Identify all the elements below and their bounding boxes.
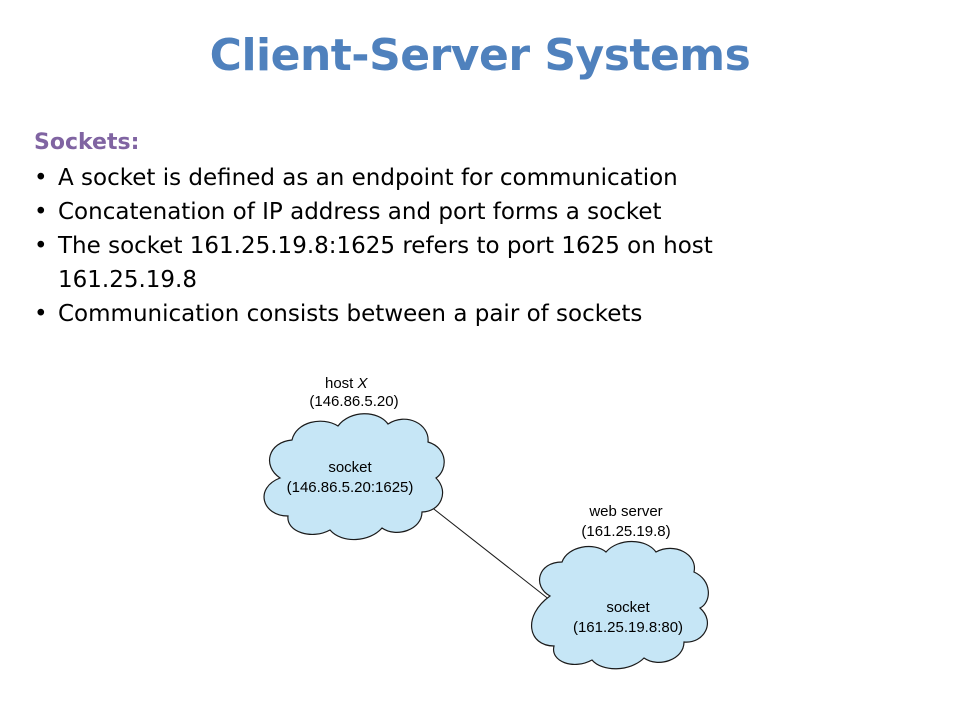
bullet-item: • Concatenation of IP address and port fo…	[34, 195, 828, 229]
bullet-dot: •	[34, 301, 48, 327]
bullet-text: The socket 161.25.19.8:1625 refers to po…	[58, 233, 713, 293]
server-ip: (161.25.19.8)	[581, 523, 670, 540]
host-ip: (146.86.5.20)	[309, 393, 398, 410]
section-heading: Sockets:	[34, 130, 140, 155]
slide-title: Client-Server Systems	[209, 30, 751, 81]
socket-diagram: host X (146.86.5.20) socket (146.86.5.20…	[250, 366, 720, 694]
bullet-dot: •	[34, 233, 48, 259]
bullet-text: A socket is defined as an endpoint for c…	[58, 165, 678, 191]
host-label: host X	[325, 375, 369, 392]
server-label: web server	[588, 503, 662, 520]
bullet-dot: •	[34, 199, 48, 225]
client-cloud	[263, 413, 445, 541]
bullet-text: Communication consists between a pair of…	[58, 301, 643, 327]
server-socket-address: (161.25.19.8:80)	[573, 619, 683, 636]
bullet-item: • The socket 161.25.19.8:1625 refers to p…	[34, 229, 828, 297]
client-socket-address: (146.86.5.20:1625)	[287, 479, 414, 496]
bullet-dot: •	[34, 165, 48, 191]
bullet-text: Concatenation of IP address and port for…	[58, 199, 662, 225]
connection-line	[429, 505, 556, 605]
server-cloud	[531, 540, 709, 670]
bullet-list: • A socket is defined as an endpoint for …	[34, 161, 934, 331]
client-socket-label: socket	[328, 459, 372, 476]
bullet-item: • A socket is defined as an endpoint for …	[34, 161, 828, 195]
bullet-item: • Communication consists between a pair o…	[34, 297, 828, 331]
slide-body: Sockets: • A socket is defined as an endp…	[34, 130, 934, 331]
server-socket-label: socket	[606, 599, 650, 616]
socket-diagram-svg: host X (146.86.5.20) socket (146.86.5.20…	[263, 375, 709, 670]
